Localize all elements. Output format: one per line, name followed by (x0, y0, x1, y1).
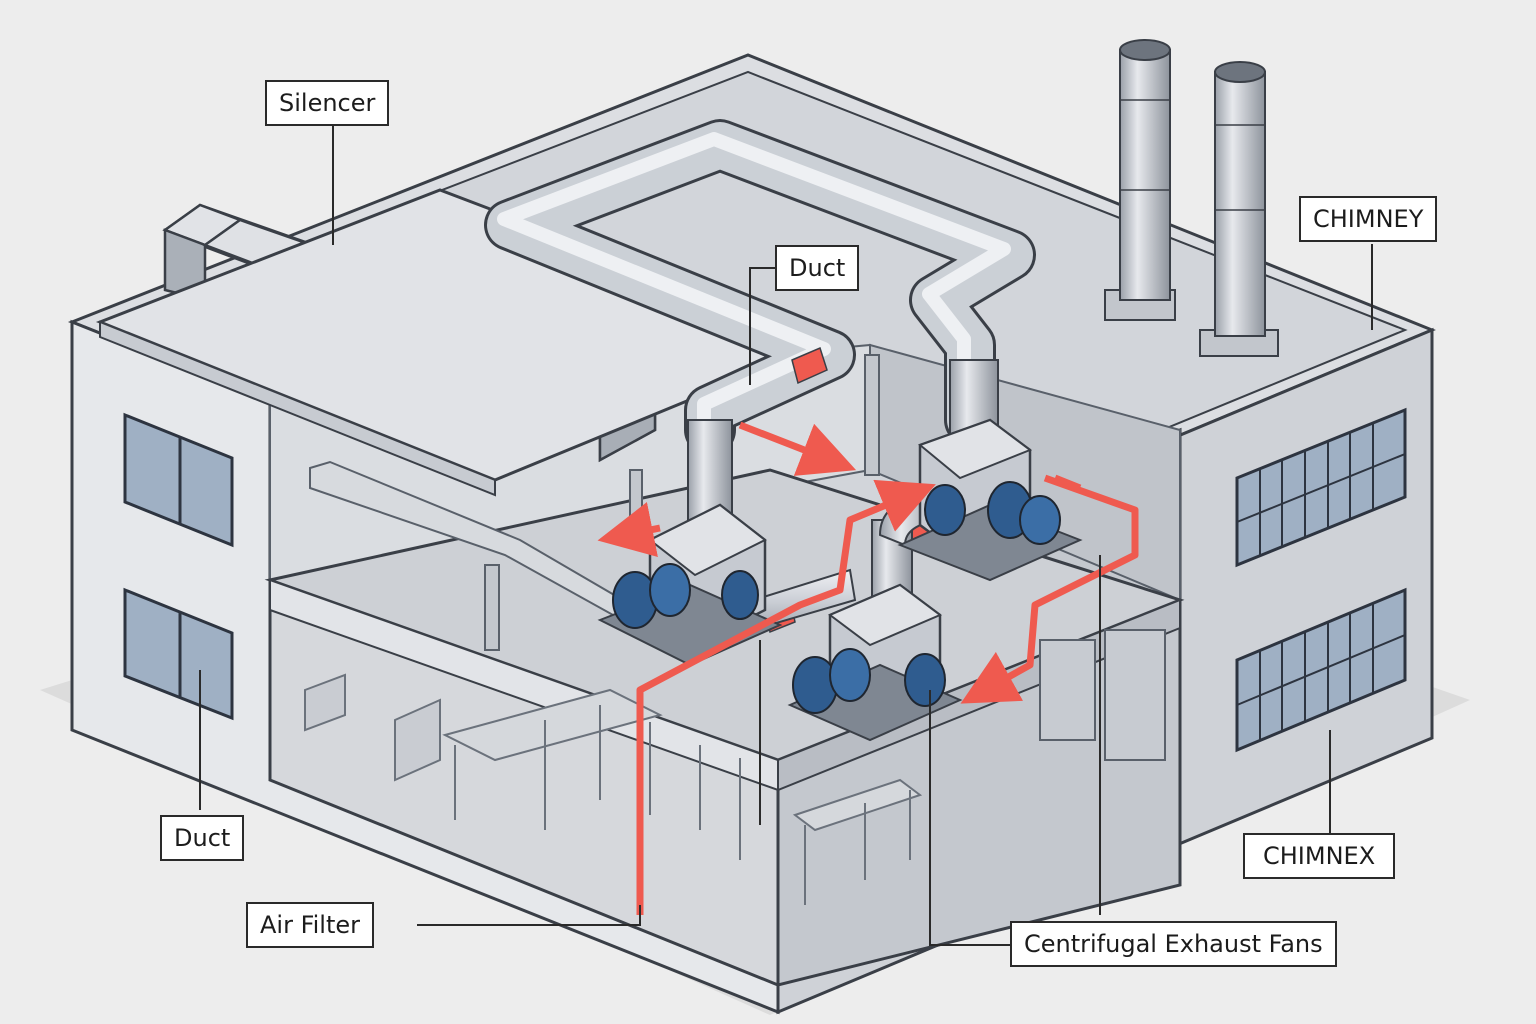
label-silencer: Silencer (265, 80, 390, 126)
label-duct-left: Duct (160, 815, 245, 861)
leader-lines (199, 124, 1373, 946)
fan-unit (787, 583, 963, 742)
label-chimney-top: CHIMNEY (1299, 196, 1438, 242)
chimney (1199, 61, 1279, 357)
label-duct-top: Duct (775, 245, 860, 291)
round-duct-loop (484, 119, 1036, 456)
fan-unit (597, 503, 783, 667)
interior-right-windows (1039, 629, 1166, 761)
label-air-filter: Air Filter (246, 902, 375, 948)
right-windows (1235, 407, 1407, 753)
fan-unit (897, 418, 1083, 582)
roof-overhang-edge (99, 320, 496, 497)
chimney (1104, 39, 1176, 321)
left-windows (123, 412, 234, 721)
airflow-paths (597, 421, 1139, 915)
label-chimney-bottom: CHIMNEX (1243, 833, 1396, 879)
lower-floor-furniture (304, 673, 923, 905)
label-centrifugal-exhaust-fans: Centrifugal Exhaust Fans (1010, 921, 1337, 967)
